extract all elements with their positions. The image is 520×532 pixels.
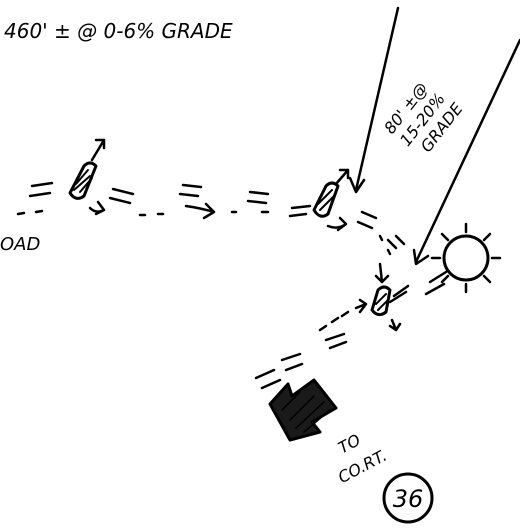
direction-label-line1: TO — [335, 430, 364, 457]
leader-line-2 — [414, 38, 520, 264]
leader-arrowhead-2 — [412, 248, 430, 266]
sheet-number-badge: 36 — [382, 472, 434, 524]
road-arrow-1 — [184, 202, 216, 220]
direction-arrow — [268, 378, 338, 442]
culvert-symbol-3 — [354, 262, 410, 332]
title-note: 460' ± @ 0-6% GRADE — [4, 19, 233, 43]
culvert-symbol-1 — [68, 138, 106, 200]
landmark-sun-symbol — [430, 222, 502, 294]
grade-note: 80' ±@ 15-20% GRADE — [380, 79, 467, 156]
road-dashes — [16, 181, 448, 390]
sheet-number: 36 — [393, 485, 424, 513]
direction-label: TO CO.RT. — [335, 430, 390, 487]
road-label: OAD — [0, 234, 40, 255]
leader-arrowhead-1 — [348, 176, 366, 194]
leader-line-1 — [354, 6, 400, 192]
road-arrow-2 — [88, 200, 106, 216]
culvert-symbol-2 — [312, 168, 350, 232]
